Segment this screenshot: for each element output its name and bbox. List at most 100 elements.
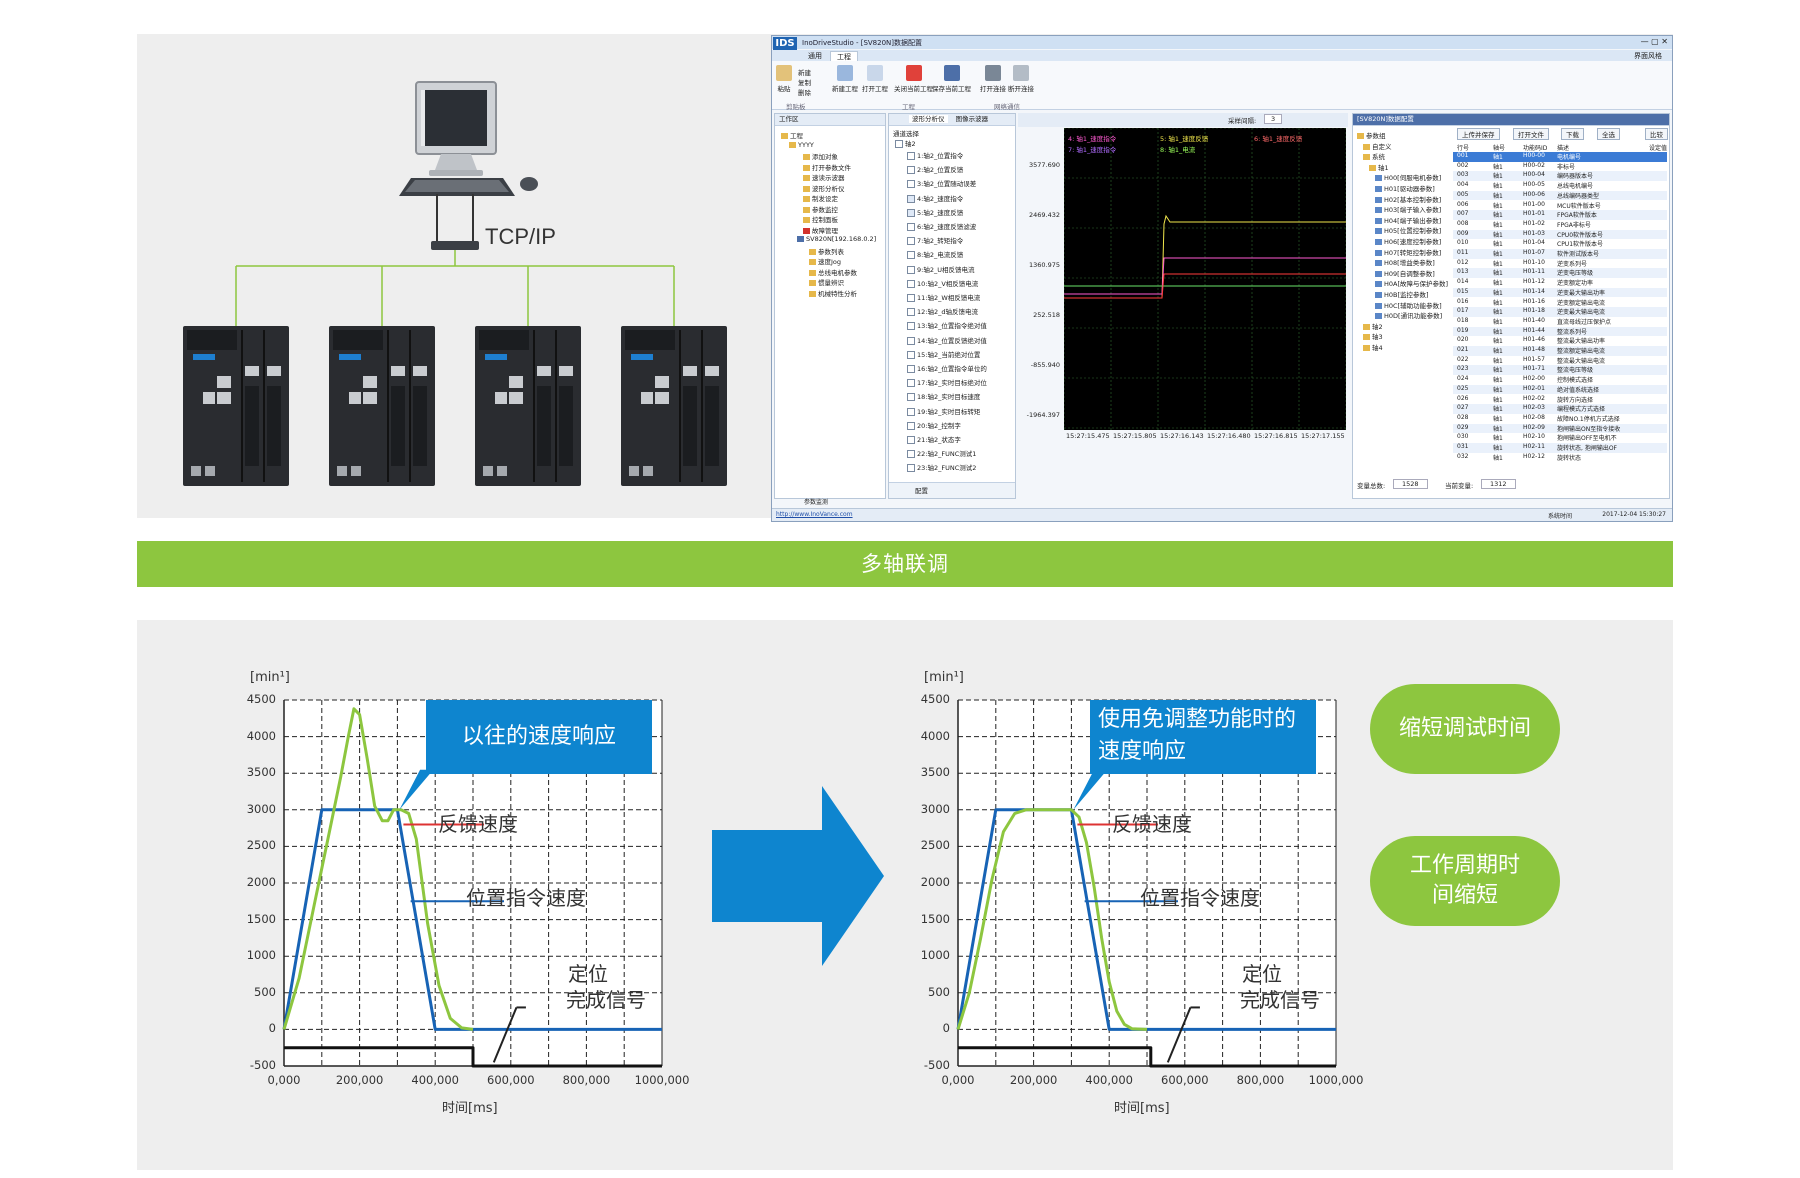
project-tree-item[interactable]: 控制面板: [803, 214, 838, 224]
channel-item[interactable]: 16:轴2_位置指令单位的: [907, 363, 987, 373]
channel-checkbox[interactable]: [907, 379, 915, 388]
channel-item[interactable]: 6:轴2_速度反馈滤波: [907, 221, 976, 231]
channel-checkbox[interactable]: [907, 237, 915, 246]
channel-item[interactable]: 18:轴2_实时目标速度: [907, 391, 980, 402]
project-tree-item[interactable]: 速读示波器: [803, 172, 845, 182]
channel-item[interactable]: 1:轴2_位置指令: [907, 150, 963, 160]
tab-image-scope[interactable]: 图像示波器: [955, 115, 989, 123]
param-tree-item[interactable]: H08[增益类参数]: [1375, 257, 1435, 267]
project-tree-item[interactable]: YYYY: [789, 141, 814, 149]
param-tree-item[interactable]: 轴2: [1363, 321, 1383, 331]
tab-param-monitor[interactable]: 参数监测: [804, 499, 829, 506]
vendor-link[interactable]: http://www.InoVance.com: [776, 511, 853, 518]
project-tree-item[interactable]: 总线电机参数: [809, 267, 857, 277]
channel-item[interactable]: 14:轴2_位置反馈绝对值: [907, 335, 987, 345]
param-tree-item[interactable]: H00[伺服电机参数]: [1375, 172, 1441, 182]
project-tree-item[interactable]: 速度Jog: [809, 256, 841, 266]
project-tree-item[interactable]: 制发设定: [803, 193, 838, 203]
channel-item[interactable]: 22:轴2_FUNC测试1: [907, 448, 976, 459]
channel-checkbox[interactable]: [907, 279, 915, 288]
project-tree-item[interactable]: 机械特性分析: [809, 288, 857, 298]
channel-checkbox[interactable]: [907, 350, 915, 359]
checkbox[interactable]: [895, 140, 903, 148]
channel-checkbox[interactable]: [907, 421, 915, 430]
param-tree-item[interactable]: 系统: [1363, 151, 1385, 161]
param-tree-item[interactable]: H04[端子输出参数]: [1375, 215, 1441, 225]
connect-button[interactable]: 打开连接: [980, 65, 1006, 93]
config-button[interactable]: 配置: [889, 482, 1015, 498]
channel-item[interactable]: 4:轴2_速度指令: [907, 193, 963, 203]
param-tree-item[interactable]: H07[转矩控制参数]: [1375, 247, 1441, 257]
param-tree-item[interactable]: 轴4: [1363, 342, 1383, 352]
ui-style-menu[interactable]: 界面风格: [1634, 52, 1662, 60]
channel-checkbox[interactable]: [907, 336, 915, 345]
channel-item[interactable]: 17:轴2_实时目标绝对位: [907, 377, 987, 388]
delete-button[interactable]: 删除: [798, 89, 811, 97]
copy-button[interactable]: 复制: [798, 79, 811, 87]
param-tree-item[interactable]: H0B[监控参数]: [1375, 289, 1429, 299]
channel-item[interactable]: 15:轴2_当前绝对位置: [907, 349, 980, 359]
paste-button[interactable]: 粘贴: [776, 65, 792, 93]
channel-item[interactable]: 10:轴2_V相反馈电流: [907, 278, 978, 288]
project-tree-item[interactable]: 参数监控: [803, 204, 838, 214]
channel-root-item[interactable]: 轴2: [895, 138, 916, 148]
param-tree-item[interactable]: H01[驱动器参数]: [1375, 183, 1435, 193]
channel-item[interactable]: 9:轴2_U相反馈电流: [907, 264, 974, 274]
channel-checkbox[interactable]: [907, 407, 915, 416]
window-controls-icon[interactable]: — ▢ ✕: [1640, 37, 1668, 46]
project-tree-item[interactable]: 打开参数文件: [803, 162, 851, 172]
project-tree-item[interactable]: 添加对象: [803, 151, 838, 161]
tab-waveform-analyzer[interactable]: 波形分析仪: [909, 115, 948, 123]
project-tree-item[interactable]: SV820N[192.168.0.2]: [797, 235, 876, 243]
channel-checkbox[interactable]: [907, 208, 915, 217]
sample-interval-input[interactable]: 3: [1264, 114, 1283, 124]
channel-item[interactable]: 5:轴2_速度反馈: [907, 207, 963, 217]
param-tree-item[interactable]: H0C[辅助功能参数]: [1375, 300, 1442, 310]
project-tree-item[interactable]: 参数列表: [809, 246, 844, 256]
channel-checkbox[interactable]: [907, 365, 915, 373]
param-toolbar-button[interactable]: 上传并保存: [1457, 128, 1500, 140]
param-tree-item[interactable]: 自定义: [1363, 141, 1392, 151]
disconnect-button[interactable]: 断开连接: [1008, 65, 1034, 93]
new-button[interactable]: 新建: [798, 69, 811, 77]
channel-checkbox[interactable]: [907, 393, 915, 402]
open-project-button[interactable]: 打开工程: [862, 65, 888, 93]
param-tree-item[interactable]: H0D[通讯功能参数]: [1375, 310, 1442, 320]
channel-item[interactable]: 19:轴2_实时目标转矩: [907, 406, 980, 416]
channel-item[interactable]: 12:轴2_d轴反馈电流: [907, 306, 978, 317]
channel-checkbox[interactable]: [907, 223, 915, 231]
channel-item[interactable]: 23:轴2_FUNC测试2: [907, 462, 976, 473]
channel-checkbox[interactable]: [907, 450, 915, 459]
channel-checkbox[interactable]: [907, 436, 915, 444]
project-tree-item[interactable]: 工程: [781, 130, 803, 140]
channel-item[interactable]: 11:轴2_W相反馈电流: [907, 292, 980, 302]
param-tree-item[interactable]: 轴1: [1369, 162, 1389, 172]
channel-checkbox[interactable]: [907, 464, 915, 473]
param-toolbar-button[interactable]: 打开文件: [1513, 128, 1549, 140]
channel-checkbox[interactable]: [907, 251, 915, 260]
channel-checkbox[interactable]: [907, 265, 915, 274]
param-tree-item[interactable]: 轴3: [1363, 331, 1383, 341]
param-tree-item[interactable]: 参数组: [1357, 130, 1386, 140]
